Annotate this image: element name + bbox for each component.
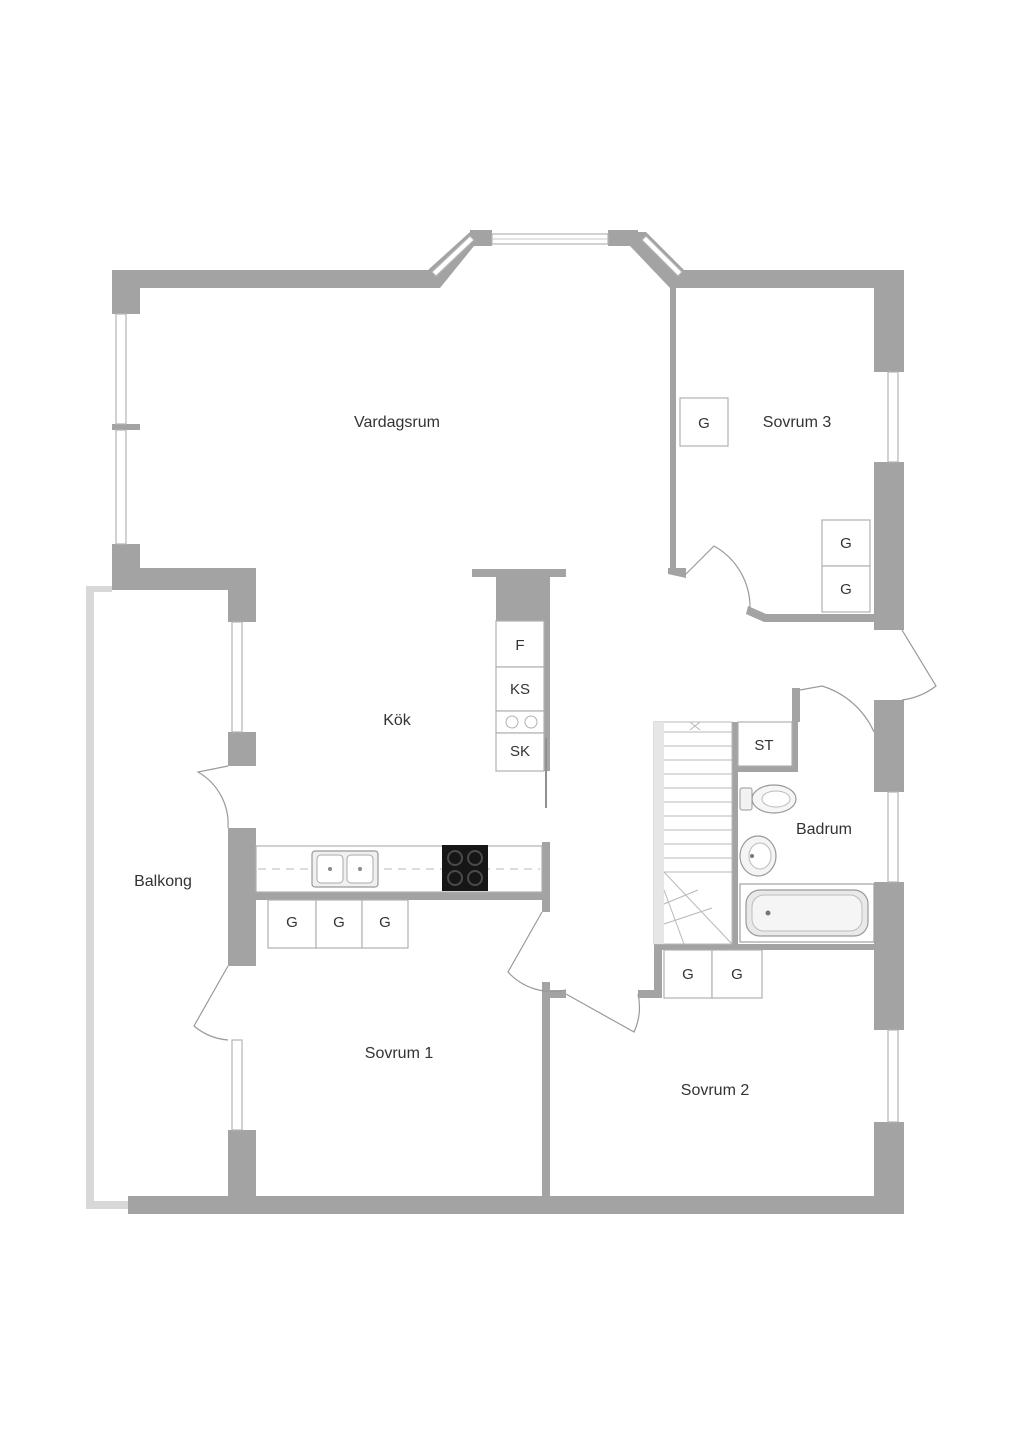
bathtub-icon: [739, 883, 875, 943]
stove-icon: [442, 845, 488, 891]
wardrobe-label: G: [286, 914, 298, 931]
wardrobe-sovrum3-c: [821, 565, 871, 613]
exterior-walls: [112, 230, 904, 1214]
wardrobe-sovrum2-b: [711, 949, 763, 999]
cabinet-label: SK: [510, 743, 530, 760]
fridge-label: F: [515, 637, 524, 654]
sink-icon: [311, 850, 379, 888]
fixture-labels: G G G F KS SK ST G G G G G: [286, 415, 852, 983]
toilet-icon: [739, 784, 797, 814]
room-label-kok: Kök: [383, 712, 412, 729]
wardrobe-label: G: [379, 914, 391, 931]
interior-walls: [256, 284, 876, 1214]
wardrobes: [267, 397, 871, 999]
room-label-sovrum1: Sovrum 1: [365, 1045, 434, 1062]
wardrobe-label: G: [731, 966, 743, 983]
wardrobe-sovrum3-a: [679, 397, 729, 447]
doors: [193, 545, 937, 1041]
room-labels: Vardagsrum Sovrum 3 Kök Balkong Badrum S…: [134, 414, 852, 1099]
cabinet: [495, 732, 545, 772]
room-label-sovrum2: Sovrum 2: [681, 1082, 750, 1099]
balcony: [86, 586, 130, 1209]
windows: [115, 233, 899, 1131]
room-label-badrum: Badrum: [796, 821, 852, 838]
wardrobe-label: G: [840, 535, 852, 552]
room-label-balkong: Balkong: [134, 873, 192, 890]
wardrobe-label: G: [333, 914, 345, 931]
staircase: [653, 721, 733, 945]
wardrobe-sovrum2-a: [663, 949, 713, 999]
bathroom-fixtures: [739, 784, 875, 943]
washbasin-icon: [739, 835, 777, 877]
wardrobe-label: G: [840, 581, 852, 598]
storage-label: ST: [754, 737, 773, 754]
wardrobe-sovrum1-c: [361, 899, 409, 949]
room-label-sovrum3: Sovrum 3: [763, 414, 832, 431]
fridge-freezer-label: KS: [510, 681, 530, 698]
kitchen-fixtures: [255, 620, 545, 893]
fridge-freezer: [495, 666, 545, 712]
wardrobe-label: G: [682, 966, 694, 983]
storage-closet: [737, 721, 793, 767]
wardrobe-sovrum1-b: [315, 899, 363, 949]
room-label-vardagsrum: Vardagsrum: [354, 414, 440, 431]
wardrobe-label: G: [698, 415, 710, 432]
